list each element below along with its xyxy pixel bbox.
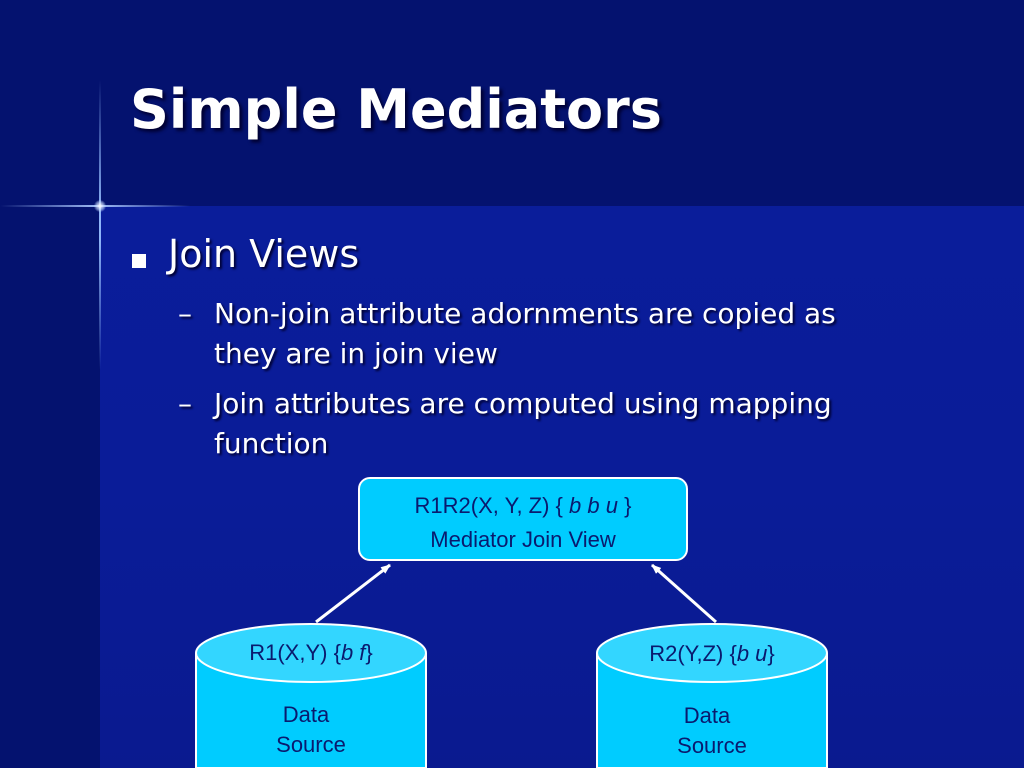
decorative-vertical-line bbox=[99, 80, 101, 370]
edge-source1-to-mediator bbox=[315, 563, 391, 624]
source2-label-line1: Data bbox=[683, 703, 731, 728]
source2-adornment: b u bbox=[736, 641, 768, 666]
source2-label-line2: Source bbox=[677, 733, 747, 758]
source1-label-line1: Data bbox=[282, 702, 330, 727]
edge-source2-to-mediator bbox=[651, 563, 717, 624]
bullet-text: Join Views bbox=[168, 232, 360, 276]
source1-label-line2: Source bbox=[276, 732, 346, 757]
slide-title: Simple Mediators bbox=[130, 78, 662, 141]
mediator-schema: R1R2(X, Y, Z) { b b u } bbox=[414, 493, 632, 518]
mediator-label: Mediator Join View bbox=[430, 527, 616, 552]
source1-schema: R1(X,Y) {b f} bbox=[249, 640, 373, 665]
subbullet-text: Join attributes are computed using mappi… bbox=[214, 387, 832, 460]
decorative-sparkle-icon bbox=[94, 200, 106, 212]
subbullet-non-join: – Non-join attribute adornments are copi… bbox=[178, 294, 898, 374]
source1-adornment: b f bbox=[340, 640, 366, 665]
square-bullet-icon bbox=[132, 254, 146, 268]
mediator-adornment: b b u bbox=[569, 493, 618, 518]
subbullet-text: Non-join attribute adornments are copied… bbox=[214, 297, 836, 370]
database-cylinder-icon bbox=[195, 623, 427, 768]
mediator-join-view-node: R1R2(X, Y, Z) { b b u } Mediator Join Vi… bbox=[358, 477, 688, 561]
background-top-band bbox=[0, 0, 1024, 206]
data-source-1-cylinder: R1(X,Y) {b f} Data Source bbox=[194, 622, 428, 768]
source2-schema: R2(Y,Z) {b u} bbox=[649, 641, 775, 666]
data-source-2-cylinder: R2(Y,Z) {b u} Data Source bbox=[595, 622, 829, 768]
database-cylinder-icon bbox=[596, 623, 828, 768]
dash-icon: – bbox=[178, 297, 192, 330]
subbullet-join-attributes: – Join attributes are computed using map… bbox=[178, 384, 898, 464]
dash-icon: – bbox=[178, 387, 192, 420]
